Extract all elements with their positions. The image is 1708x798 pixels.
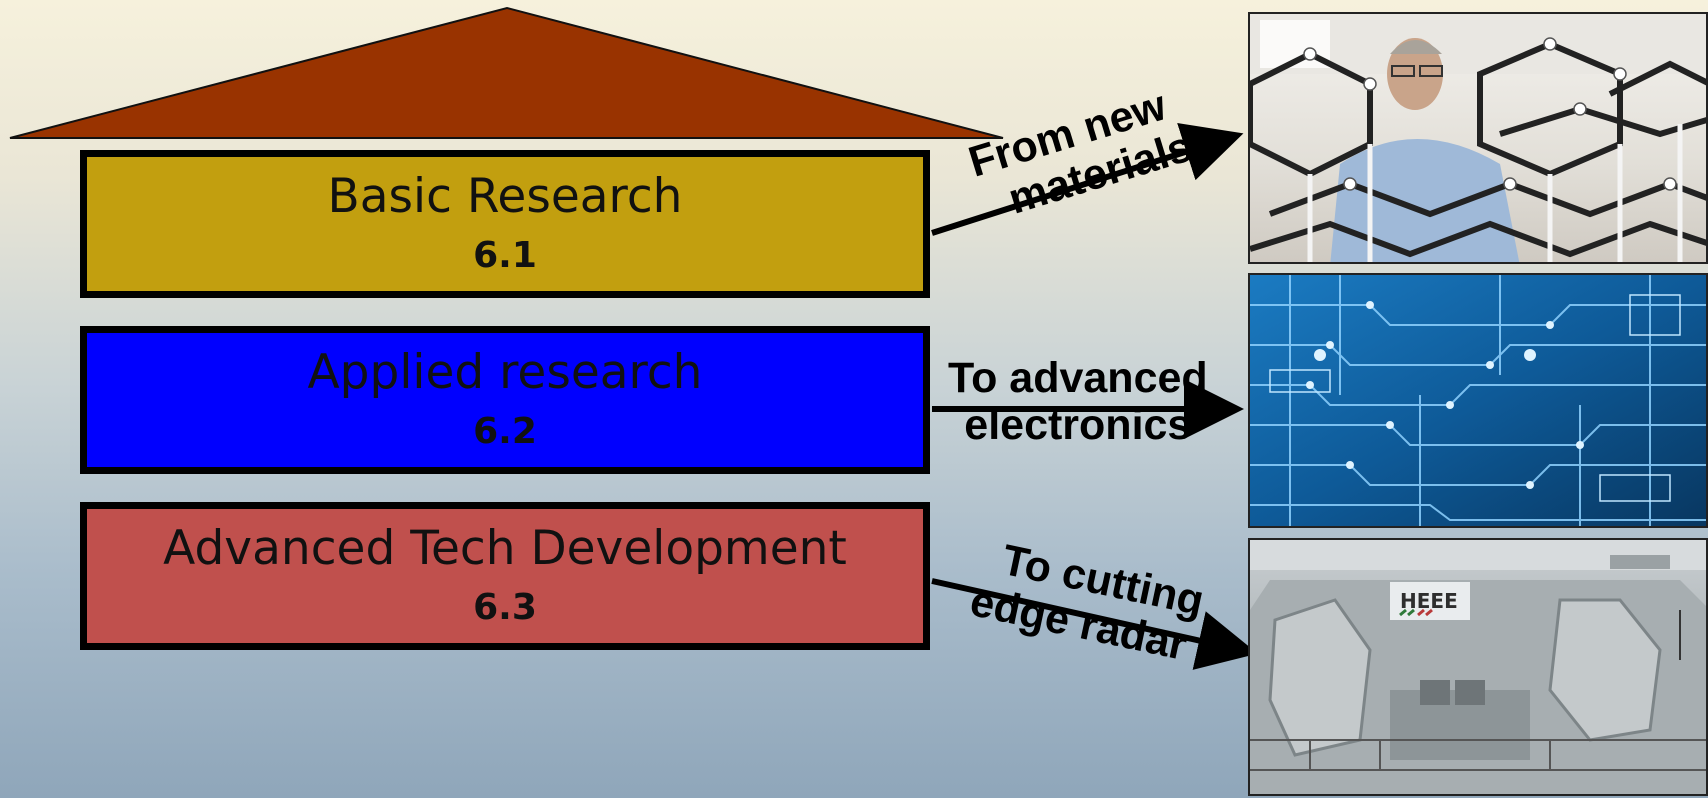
arrow-label-line: electronics bbox=[964, 401, 1192, 449]
lattice-model-photo bbox=[1248, 12, 1708, 264]
level-code: 6.1 bbox=[473, 235, 537, 276]
arrow-label-line: To advanced bbox=[948, 354, 1208, 402]
arrow-materials bbox=[931, 123, 1244, 236]
level-code: 6.2 bbox=[473, 411, 537, 452]
connector-arrows bbox=[931, 123, 1258, 670]
level-basic-research: Basic Research 6.1 bbox=[80, 150, 930, 298]
level-code: 6.3 bbox=[473, 587, 537, 628]
level-advanced-tech-development: Advanced Tech Development 6.3 bbox=[80, 502, 930, 650]
roof-triangle bbox=[9, 6, 1004, 139]
ship-sign: HEEE bbox=[1400, 589, 1458, 613]
arrow-radar bbox=[931, 578, 1258, 670]
level-title: Advanced Tech Development bbox=[163, 521, 847, 576]
level-title: Basic Research bbox=[327, 169, 683, 224]
circuit-board-photo bbox=[1248, 273, 1708, 528]
ship-radar-photo: HEEE bbox=[1248, 538, 1708, 796]
level-applied-research: Applied research 6.2 bbox=[80, 326, 930, 474]
arrow-label-electronics: To advanced electronics bbox=[948, 355, 1208, 449]
level-title: Applied research bbox=[307, 345, 703, 400]
